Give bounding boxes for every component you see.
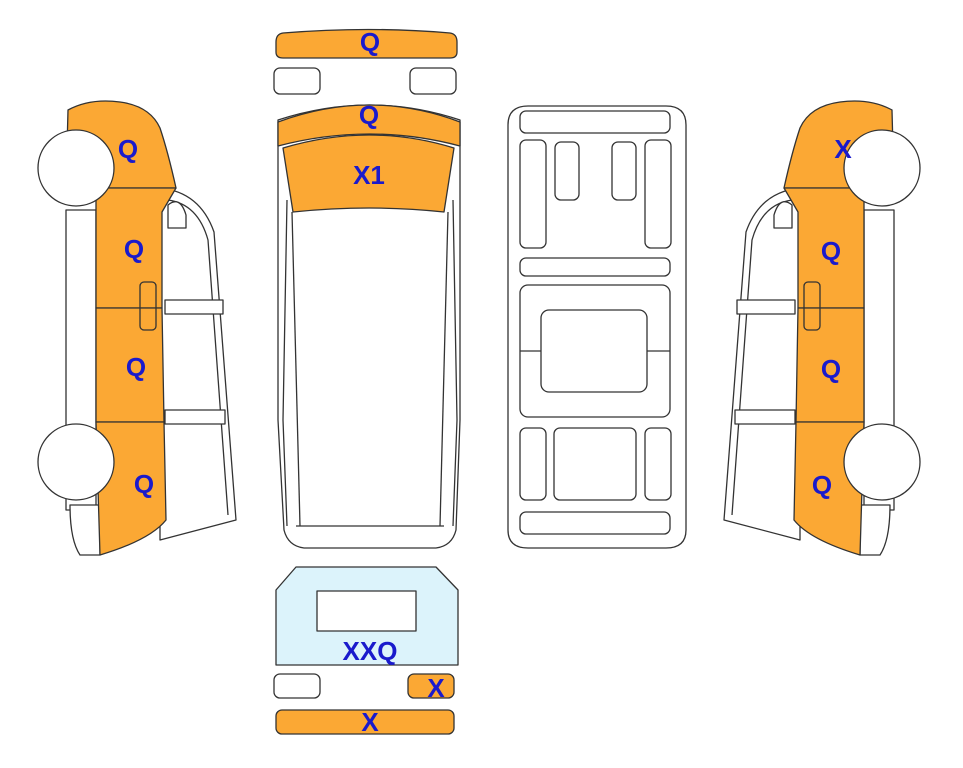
floor-view	[507, 105, 687, 549]
floor-panel-top	[519, 110, 671, 134]
right-front-fender-code: X	[834, 134, 852, 164]
left-front-door-code: Q	[124, 234, 144, 264]
floor-panel-seat-right	[611, 141, 637, 201]
rear-view: XXQ X X	[273, 566, 459, 737]
floor-panel-seat-left	[554, 141, 580, 201]
right-front-door-panel[interactable]	[783, 187, 865, 309]
rear-window	[316, 590, 417, 632]
front-view: Q	[273, 27, 458, 95]
floor-panel-left-tall	[519, 139, 547, 249]
front-bumper-panel[interactable]	[275, 28, 458, 59]
top-view: Q X1	[277, 100, 461, 549]
floor-panel-center	[540, 309, 648, 393]
floor-panel-rear-left	[519, 427, 547, 501]
left-sliding-door-code: Q	[126, 352, 146, 382]
rear-door-code: XXQ	[343, 636, 398, 666]
right-side-view: X Q Q Q	[723, 100, 921, 556]
left-front-fender-code: Q	[118, 134, 138, 164]
floor-panel-bar	[519, 257, 671, 277]
hood-code: Q	[359, 100, 379, 130]
right-rear-quarter-code: Q	[812, 470, 832, 500]
floor-panel-rear-center	[553, 427, 637, 501]
rear-right-lamp-code: X	[427, 673, 445, 703]
right-rear-wheel	[843, 423, 921, 501]
rear-left-lamp[interactable]	[273, 673, 321, 699]
floor-panel-bottom	[519, 511, 671, 535]
rear-bumper-code: X	[361, 707, 379, 737]
left-front-door-panel[interactable]	[95, 187, 177, 309]
right-headlamp[interactable]	[409, 67, 457, 95]
front-bumper-code: Q	[360, 27, 380, 57]
rear-bumper-panel[interactable]	[275, 709, 455, 735]
windshield-code: X1	[353, 160, 385, 190]
windshield-panel[interactable]	[282, 134, 455, 213]
hood-panel[interactable]	[277, 104, 461, 147]
right-front-door-code: Q	[821, 236, 841, 266]
right-front-wheel	[843, 129, 921, 207]
rear-right-lamp-panel[interactable]	[407, 673, 455, 699]
left-side-view: Q Q Q Q	[37, 100, 237, 556]
floor-panel-rear-right	[644, 427, 672, 501]
left-rear-wheel	[37, 423, 115, 501]
left-front-wheel	[37, 129, 115, 207]
right-sliding-door-code: Q	[821, 354, 841, 384]
left-rear-quarter-code: Q	[134, 469, 154, 499]
left-headlamp[interactable]	[273, 67, 321, 95]
floor-panel-right-tall	[644, 139, 672, 249]
